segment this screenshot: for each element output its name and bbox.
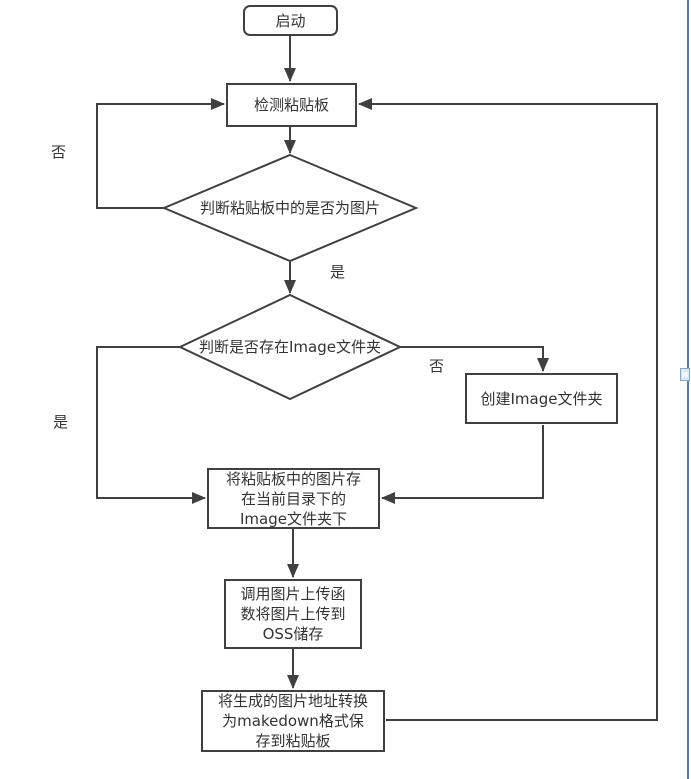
selection-border-right [687, 0, 689, 779]
start-node: 启动 [243, 5, 338, 36]
convert-markdown-node: 将生成的图片地址转换 为makedown格式保 存到粘贴板 [201, 690, 385, 752]
edge-label-folder-yes: 是 [53, 413, 69, 431]
decision-diamond-is-image [161, 153, 419, 263]
edge-label-is-image-yes: 是 [330, 263, 346, 281]
edge-label-folder-no: 否 [429, 357, 445, 375]
is-image-decision-label: 判断粘贴板中的是否为图片 [199, 199, 380, 217]
start-node-label: 启动 [275, 11, 306, 30]
edge-create-to-save [381, 425, 544, 504]
create-folder-node: 创建Image文件夹 [465, 373, 618, 424]
folder-exists-decision-label: 判断是否存在Image文件夹 [199, 338, 381, 356]
edge-convert-feedback-loop [358, 98, 658, 721]
edge-isimage-no-loop [96, 98, 225, 209]
decision-diamond-folder-exists [177, 293, 403, 401]
upload-oss-node: 调用图片上传函 数将图片上传到 OSS储存 [224, 579, 362, 649]
create-folder-label: 创建Image文件夹 [480, 389, 603, 408]
detect-clipboard-node: 检测粘贴板 [226, 83, 357, 127]
save-local-node: 将粘贴板中的图片存 在当前目录下的 Image文件夹下 [207, 468, 380, 529]
detect-clipboard-label: 检测粘贴板 [253, 96, 329, 114]
edge-folder-yes-to-save [96, 346, 206, 504]
edge-label-is-image-no: 否 [51, 143, 67, 161]
edge-folder-no-to-create [400, 346, 549, 372]
resize-handle[interactable] [680, 368, 690, 381]
